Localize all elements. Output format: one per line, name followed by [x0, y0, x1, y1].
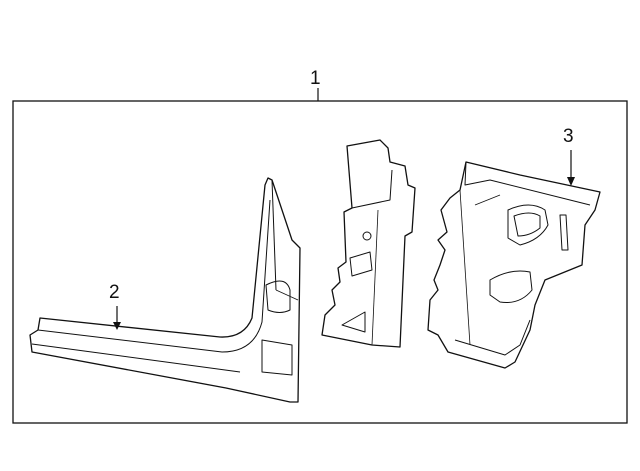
center-bracket-part[interactable] [321, 139, 416, 348]
callout-2-label[interactable]: 2 [109, 282, 120, 303]
assembly-frame [12, 100, 628, 424]
callout-2-arrowhead [113, 322, 121, 330]
callout-3-label[interactable]: 3 [563, 126, 574, 147]
part-2-rocker-pillar[interactable] [29, 177, 301, 403]
part-3-rear-panel[interactable] [427, 161, 601, 369]
callout-3-arrowhead [567, 177, 575, 186]
callout-1-label[interactable]: 1 [310, 68, 321, 89]
